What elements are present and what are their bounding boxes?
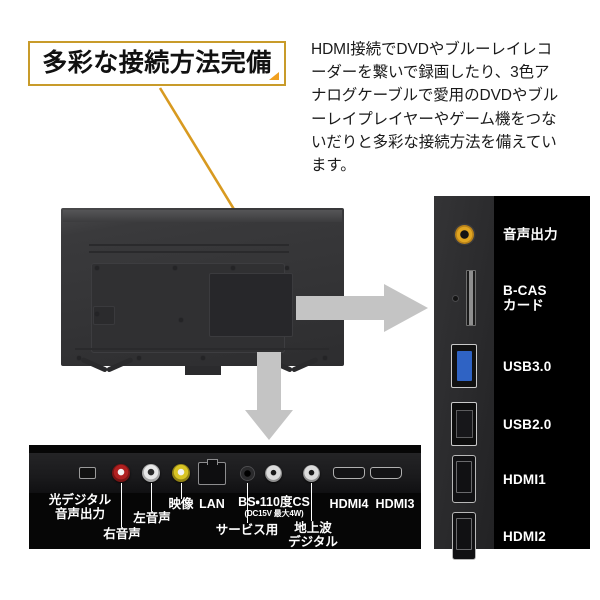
bottom-label-service: サービス用 [215,523,279,537]
optical-audio-port-icon [77,453,97,493]
leader-line [151,483,152,511]
bcas-label-line2: カード [503,298,545,313]
arrow-right-icon [296,284,428,332]
tv-rear-illustration [61,208,344,388]
bottom-label-bs-cs: BS・110度CS (DC15V 最大4W) [238,495,310,518]
tv-screw [231,266,235,270]
side-port-label: B-CAS カード [494,283,590,313]
side-port-row-hdmi1: HDMI1 [434,449,590,509]
bottom-label-lan: LAN [199,497,225,511]
tv-screw [201,356,205,360]
bottom-label-video: 映像 [168,497,194,511]
bcas-card-slot-icon [434,270,494,326]
bottom-label-left-audio: 左音声 [133,511,171,525]
tv-screw [173,266,177,270]
rca-red-port-icon [111,453,131,493]
service-port-icon [237,453,257,493]
tv-screw [179,318,183,322]
side-port-row-bcas: B-CAS カード [434,268,590,328]
tv-screw [95,312,99,316]
side-port-row-usb3: USB3.0 [434,336,590,396]
body-paragraph: HDMI接続でDVDやブルーレイレコーダーを繋いで録画したり、3色アナログケーブ… [311,41,559,175]
arrow-down-icon [245,352,293,440]
hdmi-port-icon [434,512,494,560]
tv-groove [89,244,289,246]
audio-out-jack-icon [434,224,494,244]
lan-port-icon [197,453,227,493]
side-port-row-hdmi2: HDMI2 [434,506,590,566]
side-port-label: HDMI1 [503,471,547,487]
tv-screw [137,356,141,360]
leader-line [311,483,312,521]
leader-line [247,483,248,523]
hdmi4-port-icon [332,453,366,493]
rca-yellow-port-icon [171,453,191,493]
side-port-label: USB3.0 [503,358,552,374]
bcas-label-line1: B-CAS [503,283,547,298]
headline-text: 多彩な接続方法完備 [42,49,272,77]
tv-groove [89,251,289,253]
tv-screw [95,266,99,270]
tv-screw [323,356,327,360]
usb3-port-icon [434,344,494,388]
bottom-connector-panel: 光デジタル 音声出力 右音声 左音声 映像 LAN サービス用 BS・110度C… [29,445,421,549]
usb2-port-icon [434,402,494,446]
rca-white-port-icon [141,453,161,493]
side-connector-panel: 音声出力 B-CAS カード USB3.0 USB2.0 [434,196,590,560]
hdmi-port-icon [434,455,494,503]
side-port-row-usb2: USB2.0 [434,394,590,454]
tv-screw [77,356,81,360]
tv-groove [75,348,329,350]
coax-terrestrial-port-icon [301,453,321,493]
coax-bs-cs-port-icon [263,453,283,493]
side-port-label: USB2.0 [503,416,552,432]
leader-line [181,483,182,499]
side-port-row-audio-out: 音声出力 [434,204,590,264]
bottom-label-right-audio: 右音声 [103,527,141,541]
tv-screw [285,266,289,270]
tv-body [61,208,344,366]
bottom-label-terrestrial: 地上波 デジタル [288,521,338,549]
side-panel-label-column [494,196,590,549]
side-port-label: 音声出力 [503,226,558,242]
tv-io-recess [209,273,293,337]
bottom-label-hdmi3: HDMI3 [375,497,415,511]
tv-top-bezel [63,210,342,222]
bottom-label-optical: 光デジタル 音声出力 [48,493,112,521]
leader-line [121,483,122,527]
corner-triangle-icon [269,72,279,80]
hdmi3-port-icon [369,453,403,493]
tv-logo-plate [93,306,115,325]
tv-stand-foot [79,356,135,388]
side-port-label: HDMI2 [503,528,547,544]
headline-callout-box: 多彩な接続方法完備 [28,41,286,86]
bottom-label-hdmi4: HDMI4 [329,497,369,511]
tv-stand-neck [185,366,221,375]
